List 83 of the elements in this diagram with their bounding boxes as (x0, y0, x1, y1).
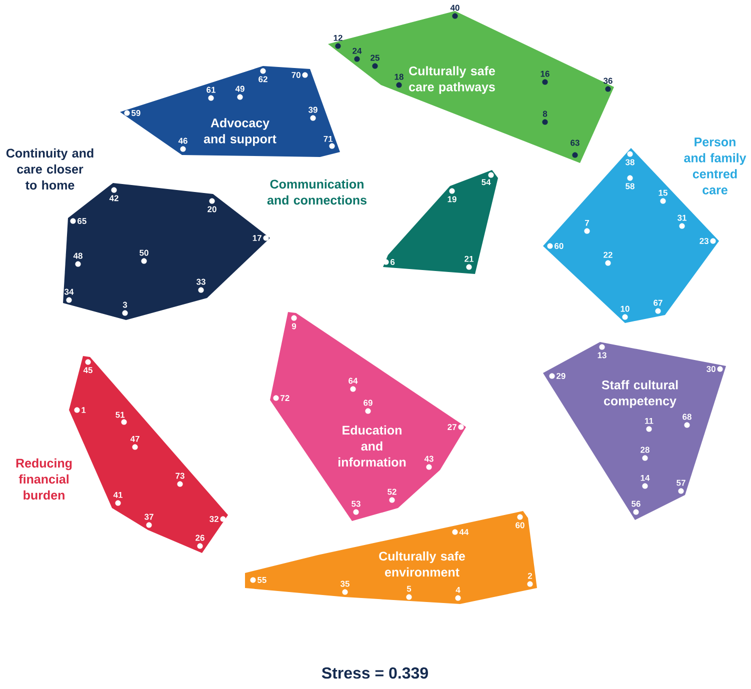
data-point: 5 (406, 586, 412, 600)
cluster-polygon: Culturally safe environment 44 60 2 55 35 5 4 (245, 511, 537, 604)
data-point: 71 (324, 136, 335, 149)
data-point: 37 (144, 514, 154, 528)
data-point: 39 (308, 106, 318, 121)
data-point: 26 (196, 534, 204, 549)
data-point: 11 (645, 418, 654, 432)
data-point: 6 (383, 259, 395, 265)
cluster-polygon: Advocacy and support 59 61 49 62 70 39 46 71 (120, 66, 340, 157)
data-point: 14 (640, 474, 650, 489)
data-point: 65 (70, 218, 86, 224)
data-point: 60 (516, 514, 524, 528)
data-point: 45 (83, 359, 92, 374)
data-point: 72 (273, 395, 290, 401)
data-point: 70 (292, 72, 308, 78)
data-point: 1 (74, 407, 86, 413)
data-point: 4 (455, 586, 461, 601)
data-point: 42 (109, 187, 118, 202)
data-point: 33 (196, 278, 206, 293)
data-point: 38 (625, 151, 634, 166)
data-point: 58 (626, 175, 634, 190)
data-point: 25 (370, 54, 380, 69)
cluster-polygon: Reducing financial burden 45 1 51 47 73 41 37 32 26 (16, 356, 228, 553)
data-point: 35 (340, 580, 350, 595)
data-point: 9 (291, 315, 297, 330)
data-point: 15 (658, 190, 668, 204)
cluster-polygon: Communication and connections 19 54 6 21 (267, 170, 498, 274)
data-point: 68 (682, 414, 692, 428)
data-point: 36 (603, 78, 612, 92)
data-point: 29 (549, 373, 566, 379)
data-point: 60 (547, 243, 564, 249)
data-point: 55 (250, 577, 266, 583)
data-point: 12 (334, 34, 342, 49)
data-point: 3 (122, 302, 128, 316)
data-point: 23 (700, 238, 716, 244)
data-point: 51 (116, 412, 127, 425)
data-point: 28 (640, 446, 650, 461)
data-point: 43 (424, 456, 434, 470)
data-point: 73 (176, 472, 184, 487)
data-point: 52 (388, 488, 396, 503)
data-point: 56 (632, 500, 640, 515)
data-point: 20 (208, 198, 216, 212)
data-point: 30 (706, 366, 723, 372)
data-point: 32 (210, 516, 226, 522)
data-point: 8 (542, 110, 548, 125)
data-point: 40 (450, 4, 460, 19)
data-point: 7 (584, 220, 590, 234)
data-point: 61 (206, 86, 216, 101)
data-point: 18 (394, 74, 404, 88)
data-point: 22 (604, 252, 612, 266)
data-point: 21 (464, 256, 474, 270)
cluster-polygon: Education and information 9 64 69 72 27 43 52 53 (270, 312, 466, 521)
data-point: 49 (235, 86, 244, 100)
data-point: 27 (448, 424, 464, 430)
data-point: 16 (540, 70, 550, 85)
data-point: 41 (113, 492, 122, 506)
data-point: 62 (258, 68, 268, 82)
data-point: 17 (252, 235, 269, 241)
data-point: 59 (124, 110, 140, 116)
data-point: 34 (64, 288, 74, 303)
data-point: 50 (140, 250, 148, 264)
data-point: 64 (348, 378, 358, 392)
data-point: 2 (527, 572, 533, 587)
data-point: 46 (178, 138, 188, 152)
data-point: 48 (73, 252, 82, 267)
data-point: 69 (364, 400, 372, 414)
data-point: 13 (598, 344, 606, 358)
node-label: Reducing financial burden (16, 458, 72, 500)
cluster-polygon: Staff cultural competency 13 29 30 11 68 28 14 57 56 (543, 342, 726, 520)
data-point: 19 (448, 188, 456, 202)
data-point: 67 (654, 300, 662, 314)
data-point: 24 (352, 48, 362, 62)
data-point: 63 (570, 140, 580, 158)
node-label: Person (694, 138, 736, 146)
data-point: 10 (620, 306, 630, 320)
data-point: 31 (677, 214, 686, 229)
data-point: 57 (676, 480, 686, 494)
data-point: 54 (482, 172, 494, 186)
node-label: Communication and connections (267, 179, 367, 205)
node-label: Continuity and care closer to home (6, 148, 94, 190)
caption: Stress = 0.339 (322, 667, 428, 679)
data-point: 47 (130, 436, 140, 450)
data-point: 44 (452, 529, 469, 535)
